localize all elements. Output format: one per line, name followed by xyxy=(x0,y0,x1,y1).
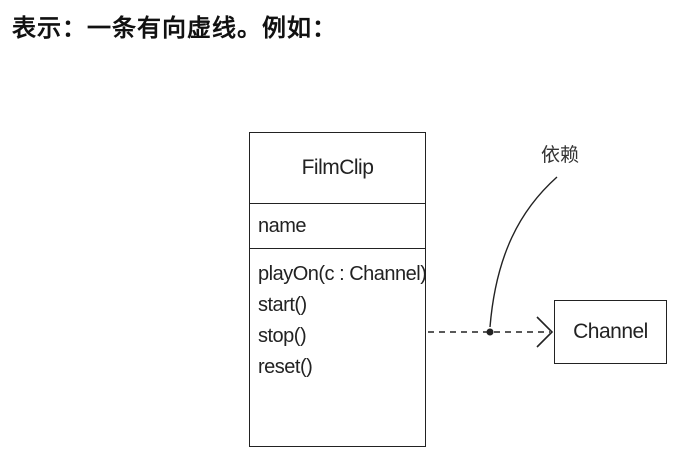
attribute-item: name xyxy=(258,214,307,237)
dependency-label: 依赖 xyxy=(541,144,580,166)
operation-item: start() xyxy=(258,294,307,316)
annotation-anchor-dot xyxy=(486,328,494,336)
target-class-name: Channel xyxy=(573,320,648,343)
operation-item: reset() xyxy=(258,356,313,378)
annotation-leader-curve xyxy=(489,176,558,328)
class-box-filmclip: FilmClip name playOn(c : Channel) start(… xyxy=(249,132,427,447)
page-heading: 表示：一条有向虚线。例如： xyxy=(12,14,337,42)
class-operations: playOn(c : Channel) start() stop() reset… xyxy=(250,249,427,383)
class-attributes: name xyxy=(250,204,425,249)
operation-item: playOn(c : Channel) xyxy=(258,263,427,285)
class-name: FilmClip xyxy=(250,133,425,204)
operation-item: stop() xyxy=(258,325,307,347)
class-box-channel: Channel xyxy=(554,300,667,364)
dependency-arrowhead xyxy=(536,316,554,348)
